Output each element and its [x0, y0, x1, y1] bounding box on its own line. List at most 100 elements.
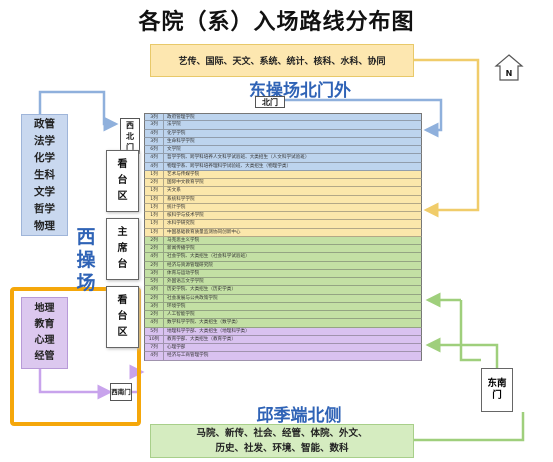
row-columns: 5列	[145, 327, 164, 335]
row-columns: 2列	[145, 311, 164, 319]
row-columns: 3列	[145, 137, 164, 145]
stand-char: 区	[117, 191, 128, 202]
route-green-4	[425, 337, 499, 368]
row-columns: 4列	[145, 286, 164, 294]
row-college: 外国语言文学学院	[167, 279, 204, 284]
table-row: 1列系统科学学院	[144, 195, 422, 204]
row-college: 社会发展与公共政策学院	[167, 295, 218, 301]
stand-char: 台	[117, 311, 128, 322]
row-college: 国际中文教育学院	[167, 180, 204, 185]
southeast-gate: 东南 门	[481, 368, 513, 412]
row-college: 马克思主义学院	[167, 237, 200, 243]
west-field-char: 西	[76, 226, 96, 248]
row-columns: 5列	[145, 278, 164, 286]
gate-char: 东南	[487, 378, 507, 389]
table-row: 1列天文系	[144, 187, 422, 196]
row-college: 统计学院	[167, 204, 186, 210]
college-name: 哲学	[34, 202, 55, 215]
row-college: 社会学院、大类招生（社会科学试验班）	[167, 254, 250, 260]
table-row: 1列水科学研究院	[144, 220, 422, 229]
row-columns: 7列	[145, 344, 164, 352]
west-field-char: 场	[76, 272, 96, 294]
route-yellow	[414, 58, 480, 218]
main-stage: 主 席 台	[106, 218, 139, 280]
row-columns: 10列	[145, 335, 164, 343]
left-college-box-top: 政管 法学 化学 生科 文学 哲学 物理	[21, 114, 68, 236]
row-columns: 1列	[145, 203, 164, 211]
gate-char: 西	[126, 120, 134, 130]
row-college: 心理学部	[167, 345, 186, 350]
college-name: 经管	[34, 351, 55, 362]
row-college: 系统科学学院	[167, 196, 195, 202]
row-college: 化学学院	[167, 130, 186, 136]
north-gate-label: 北门	[255, 96, 285, 108]
top-college-box: 艺传、国际、天文、系统、统计、核科、水科、协同	[150, 44, 414, 77]
route-green-1	[459, 300, 481, 362]
row-college: 文学院	[167, 147, 181, 152]
row-college: 中国基础教育质量监测协同创新中心	[167, 229, 241, 235]
table-row: 4列经济与工商管理学院	[144, 352, 422, 361]
college-name: 教育	[34, 319, 55, 330]
table-row: 3列法学院	[144, 121, 422, 130]
table-row: 3列体育与运动学院	[144, 269, 422, 278]
row-columns: 4列	[145, 352, 164, 360]
college-name: 化学	[34, 151, 55, 164]
table-row: 4列哲学学院、跨学科培养人文科学试验班、大类招生（人文科学试验班）	[144, 154, 422, 163]
table-row: 5列外国语言文学学院	[144, 278, 422, 287]
row-college: 政府管理学院	[167, 115, 195, 120]
bottom-college-box: 马院、新传、社会、经管、体院、外文、 历史、社发、环境、智能、数科	[150, 424, 414, 458]
table-row: 4列数学科学学院、大类招生（数学类）	[144, 319, 422, 328]
row-columns: 2列	[145, 179, 164, 187]
north-arrow-icon: N	[494, 53, 524, 83]
stand-char: 看	[117, 295, 128, 306]
table-row: 3列环境学院	[144, 302, 422, 311]
stand-area-bottom: 看 台 区	[106, 286, 139, 348]
stage-char: 台	[117, 259, 128, 270]
table-row: 3列政府管理学院	[144, 113, 422, 122]
row-columns: 6列	[145, 146, 164, 154]
table-row: 10列教育学部、大类招生（教育学类）	[144, 335, 422, 344]
row-college: 地理科学学部、大类招生（地理科学类）	[167, 328, 250, 334]
college-name: 法学	[34, 134, 55, 147]
row-college: 环境学院	[167, 303, 186, 309]
row-college: 经济与资源管理研究院	[167, 262, 213, 268]
row-college: 新闻传播学院	[167, 246, 195, 251]
gate-char: 北	[126, 131, 134, 141]
table-row: 2列马克思主义学院	[144, 236, 422, 245]
row-college: 经济与工商管理学院	[167, 353, 209, 359]
stage-char: 主	[117, 227, 128, 238]
route-blue-north	[278, 98, 443, 138]
table-row: 3列生命科学学院	[144, 137, 422, 146]
stand-char: 区	[117, 327, 128, 338]
row-college: 体育与运动学院	[167, 270, 200, 276]
gate-char: 门	[492, 390, 502, 401]
stand-area-top: 看 台 区	[106, 150, 139, 212]
row-college: 法学院	[167, 122, 181, 128]
college-name: 物理	[34, 219, 55, 232]
route-green-3	[414, 412, 525, 442]
row-college: 物理学系、跨学科培养理科学试验班、大类招生（物理学类）	[167, 163, 292, 169]
row-columns: 4列	[145, 129, 164, 137]
college-name: 文学	[34, 185, 55, 198]
row-college: 人工智能学院	[167, 312, 195, 317]
row-columns: 4列	[145, 154, 164, 162]
south-heading: 邱季端北侧	[256, 406, 342, 426]
table-row: 2列经济与资源管理研究院	[144, 261, 422, 270]
stand-char: 台	[117, 175, 128, 186]
west-north-gate: 西 北 门	[120, 118, 140, 154]
stage-char: 席	[117, 243, 128, 254]
table-row: 1列统计学院	[144, 203, 422, 212]
row-columns: 3列	[145, 269, 164, 277]
row-columns: 4列	[145, 319, 164, 327]
gate-char: 门	[126, 142, 134, 152]
left-college-box-bottom: 地理 教育 心理 经管	[21, 297, 68, 369]
table-row: 4列社会学院、大类招生（社会科学试验班）	[144, 253, 422, 262]
college-name: 政管	[34, 117, 55, 130]
row-columns: 2列	[145, 245, 164, 253]
row-columns: 4列	[145, 162, 164, 170]
table-row: 2列国际中文教育学院	[144, 179, 422, 188]
row-college: 天文系	[167, 188, 181, 194]
row-college: 水科学研究院	[167, 221, 195, 227]
west-field-label: 西 操 场	[74, 226, 98, 295]
